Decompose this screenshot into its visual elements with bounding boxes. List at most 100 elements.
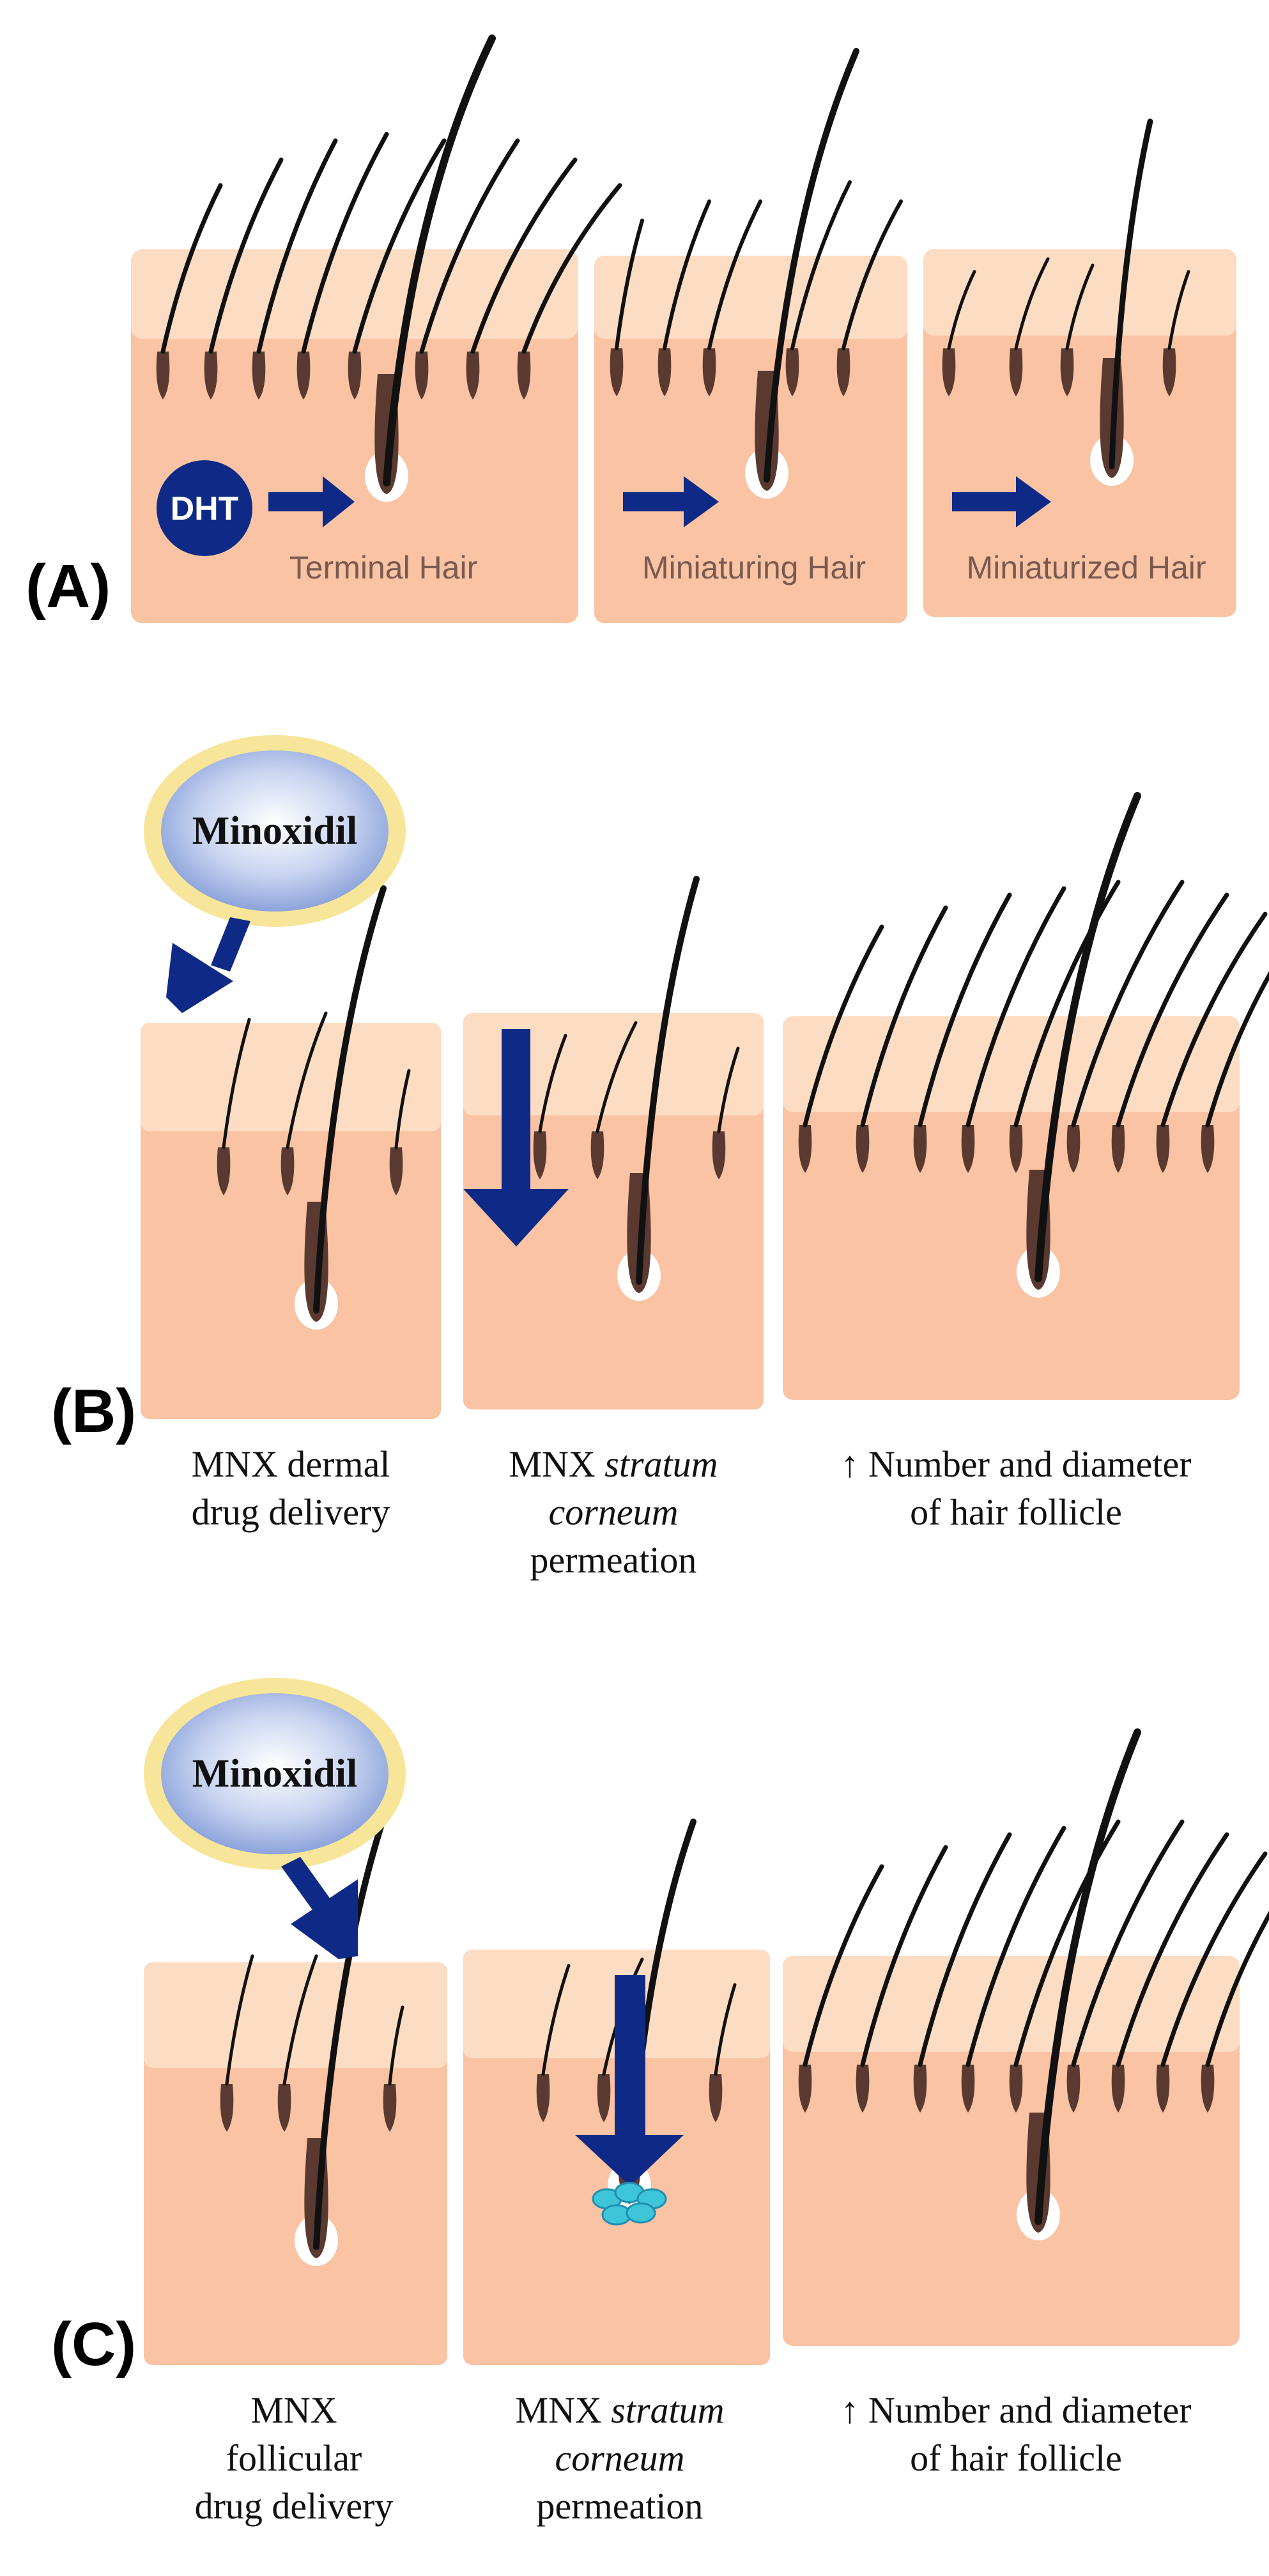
caption-line: MNX <box>250 2389 337 2431</box>
follicle <box>1066 1125 1081 1173</box>
hair-strand <box>282 1954 318 2086</box>
hair-strand <box>1116 892 1229 1128</box>
hair-strand <box>313 885 387 1314</box>
caption-line: MNX dermal <box>192 1443 390 1485</box>
panel-b-skin-blocks <box>141 1013 1240 1419</box>
follicle <box>156 352 170 400</box>
follicle <box>277 2084 291 2132</box>
hair-strand <box>394 1069 411 1149</box>
follicle <box>836 348 850 396</box>
skin-block-miniaturized <box>923 249 1236 617</box>
hair-strand <box>521 183 622 354</box>
follicle <box>913 2065 927 2113</box>
hair-strand <box>615 219 644 350</box>
follicle <box>856 1125 870 1173</box>
follicle <box>466 352 480 400</box>
hair-strand <box>1109 118 1153 470</box>
caption-line: drug delivery <box>195 2485 394 2527</box>
caption-line: corneum <box>549 1491 679 1533</box>
follicle <box>348 352 362 400</box>
caption-italic: stratum <box>611 2389 724 2431</box>
follicle <box>217 1147 231 1195</box>
follicle <box>1156 2065 1170 2113</box>
caption-plain: MNX <box>515 2389 611 2431</box>
hair-strand <box>301 132 389 354</box>
hair-strand <box>1205 1911 1269 2067</box>
panel-letter-a: (A) <box>26 552 111 621</box>
follicle <box>1009 2065 1023 2113</box>
hair-strand <box>1071 880 1185 1128</box>
drug-label: Minoxidil <box>192 1752 357 1796</box>
hair-strand <box>1205 971 1269 1128</box>
follicle <box>1009 348 1023 396</box>
skin-block-stratum <box>463 1013 764 1409</box>
follicle <box>702 348 716 396</box>
panel-a-hairs <box>156 35 1190 502</box>
hair-strand <box>663 199 711 350</box>
arrow-down-left <box>166 917 250 1013</box>
follicle <box>856 2065 870 2113</box>
arrow-right <box>952 476 1051 527</box>
hair-strand <box>1071 1819 1185 2067</box>
follicle <box>913 1125 927 1173</box>
panel-letter-b: (B) <box>51 1377 136 1445</box>
follicle <box>383 2084 397 2132</box>
follicle <box>597 2074 611 2122</box>
arrow-down <box>575 1975 684 2186</box>
panel-c-skin-blocks <box>144 1950 1240 2365</box>
follicle <box>1201 1125 1215 1173</box>
follicle <box>1201 2065 1215 2113</box>
caption-line: of hair follicle <box>910 2437 1122 2479</box>
follicle <box>1162 348 1176 396</box>
caption-follicular: MNX follicular drug delivery <box>195 2389 394 2527</box>
follicle <box>204 352 218 400</box>
follicle <box>798 2065 812 2113</box>
caption-line: ↑ Number and diameter <box>840 1443 1191 1485</box>
hair-strand <box>313 1815 387 2250</box>
hair-strand <box>1013 1819 1121 2067</box>
caption-line: of hair follicle <box>910 1491 1122 1533</box>
hair-strand <box>947 270 976 350</box>
hair-strand <box>764 48 859 483</box>
minoxidil-badge: Minoxidil <box>144 735 406 927</box>
hair-strand <box>596 1021 638 1133</box>
caption-regrowth: ↑ Number and diameter of hair follicle <box>840 2389 1191 2479</box>
stage-label-terminal: Terminal Hair <box>289 550 478 586</box>
hair-strand <box>803 924 884 1128</box>
panel-b: Minoxidil (B) MNX dermal drug delivery M… <box>51 735 1269 1581</box>
hair-strand <box>1065 263 1095 350</box>
hair-strand <box>860 1845 948 2067</box>
follicle <box>389 1147 403 1195</box>
panel-letter-c: (C) <box>51 2310 136 2378</box>
caption-line: drug delivery <box>192 1491 390 1533</box>
skin-block-regrowth <box>783 1016 1240 1400</box>
follicle <box>281 1147 295 1195</box>
caption-stratum: MNX stratum corneum permeation <box>515 2389 724 2527</box>
arrow-right <box>268 476 355 527</box>
follicle <box>942 348 956 396</box>
follicle <box>798 1125 812 1173</box>
follicle <box>658 348 672 396</box>
follicle <box>252 352 266 400</box>
follicle <box>712 1131 726 1179</box>
follicle <box>709 2074 723 2122</box>
skin-block-regrowth <box>783 1956 1240 2346</box>
follicle <box>961 1125 975 1173</box>
panel-a: DHT Terminal Hair Miniaturing Hair Minia… <box>26 35 1236 623</box>
hair-strand <box>222 1018 251 1149</box>
arrow-down-right <box>281 1857 358 1959</box>
hair-strand <box>225 1954 254 2086</box>
follicle <box>517 352 531 400</box>
caption-line: ↑ Number and diameter <box>840 2389 1191 2431</box>
caption-line: follicular <box>226 2437 362 2479</box>
hair-strand <box>470 157 578 354</box>
hair-strand <box>918 892 1012 1128</box>
hair-strand <box>388 2005 404 2086</box>
caption-italic: stratum <box>604 1443 718 1485</box>
hair-strand <box>965 886 1066 1128</box>
hair-strand <box>965 1826 1066 2067</box>
follicle <box>220 2084 234 2132</box>
hair-strand <box>803 1864 884 2067</box>
skin-block-follicular <box>144 1962 447 2365</box>
skin-block-dermal <box>141 1023 441 1419</box>
